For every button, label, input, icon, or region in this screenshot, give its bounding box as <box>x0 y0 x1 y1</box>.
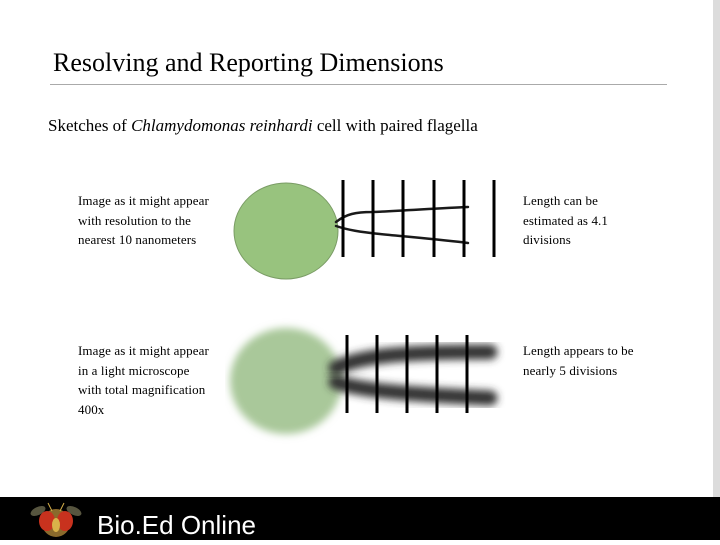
sharp-length-estimate: Length can be estimated as 4.1 divisions <box>523 193 608 247</box>
subtitle-suffix: cell with paired flagella <box>312 116 478 135</box>
brand-name: Bio.Ed Online <box>97 510 256 540</box>
title-divider <box>50 84 667 85</box>
footer-bar: Bio.Ed Online <box>0 497 720 540</box>
species-name: Chlamydomonas reinhardi <box>131 116 313 135</box>
fruit-fly-icon <box>30 502 82 537</box>
blurred-image-caption: Image as it might appear in a light micr… <box>78 343 209 417</box>
sharp-cell-body <box>233 182 339 280</box>
blurred-flagellum-upper <box>328 344 498 376</box>
cell-sketches <box>230 180 498 434</box>
slide-edge-bar <box>713 0 720 497</box>
blurred-flagellum-lower <box>328 374 498 406</box>
slide-title: Resolving and Reporting Dimensions <box>53 48 444 77</box>
sharp-cell-sketch <box>233 180 496 280</box>
slide-subtitle: Sketches of Chlamydomonas reinhardi cell… <box>48 115 478 137</box>
subtitle-prefix: Sketches of <box>48 116 132 135</box>
blurred-scale-divisions <box>345 335 469 413</box>
blurred-length-estimate: Length appears to be nearly 5 divisions <box>523 343 634 378</box>
blurred-cell-sketch <box>230 328 498 434</box>
sharp-scale-divisions <box>341 180 496 257</box>
blurred-cell-body <box>230 328 342 434</box>
sharp-image-caption: Image as it might appear with resolution… <box>78 193 209 247</box>
sharp-flagellum-lower <box>334 224 470 245</box>
